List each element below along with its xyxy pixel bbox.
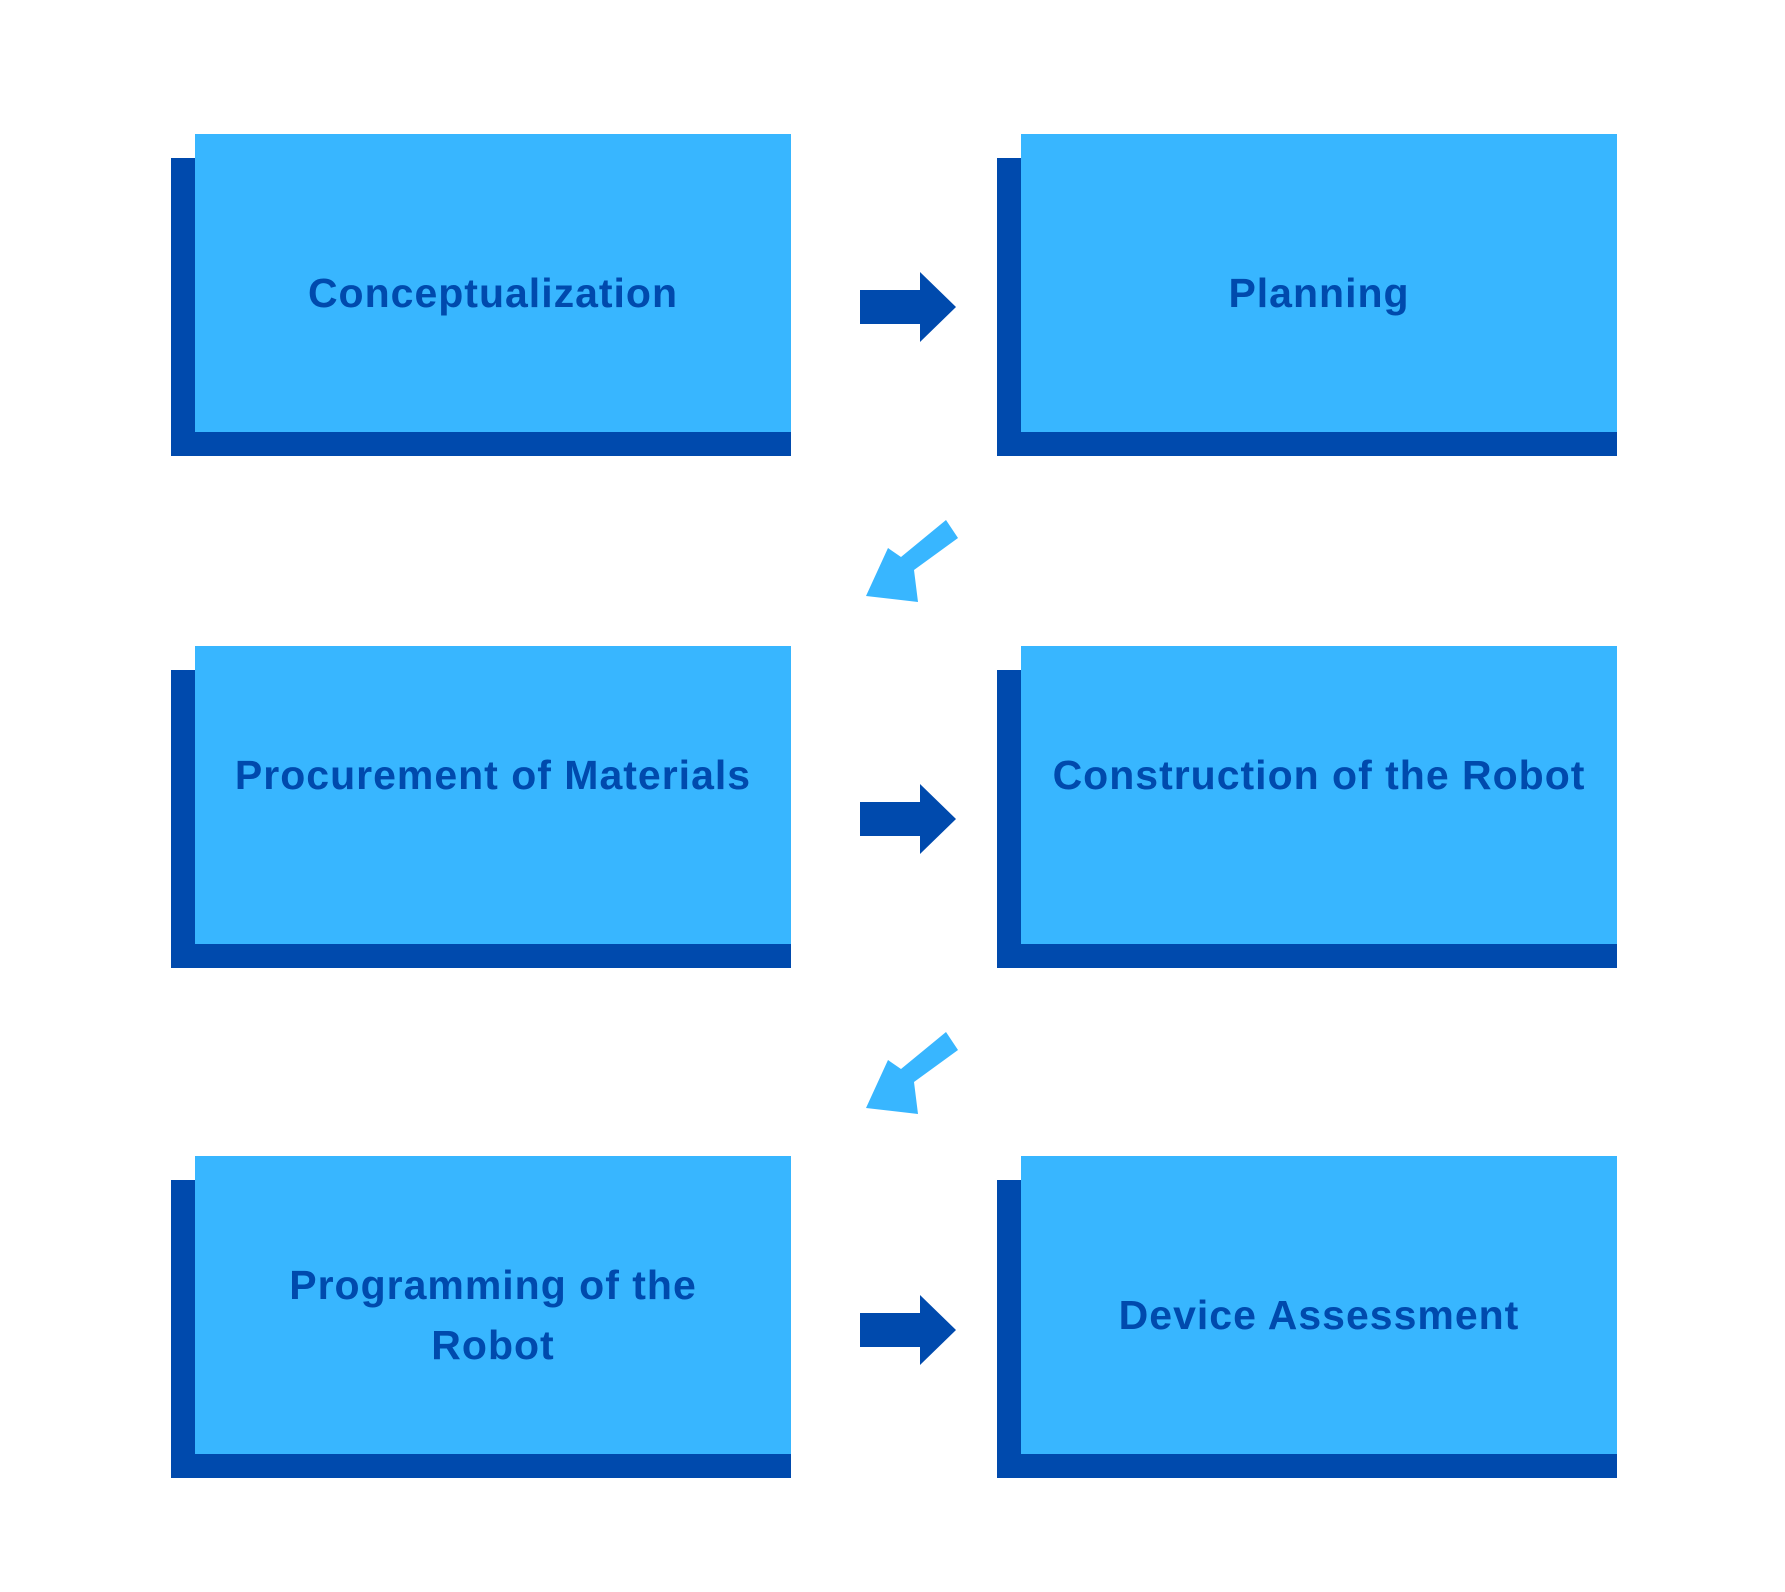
step-label: Conceptualization bbox=[307, 270, 679, 316]
step-box: Programming of the Robot bbox=[195, 1156, 791, 1454]
step-box: Procurement of Materials bbox=[195, 646, 791, 944]
step-box: Planning bbox=[1021, 134, 1617, 432]
down-left-arrow-icon bbox=[866, 1032, 958, 1114]
step-box: Construction of the Robot bbox=[1021, 646, 1617, 944]
step-construction-of-the-robot: Construction of the Robot bbox=[997, 646, 1617, 968]
step-label: Planning bbox=[1228, 270, 1410, 316]
down-left-arrow-icon bbox=[866, 520, 958, 602]
step-label: Programming of the Robot bbox=[289, 1262, 697, 1368]
step-label: Construction of the Robot bbox=[1052, 752, 1586, 798]
step-conceptualization: Conceptualization bbox=[171, 134, 791, 456]
step-device-assessment: Device Assessment bbox=[997, 1156, 1617, 1478]
step-label: Procurement of Materials bbox=[234, 752, 752, 798]
right-arrow-icon bbox=[860, 272, 956, 342]
step-box: Device Assessment bbox=[1021, 1156, 1617, 1454]
step-programming-of-the-robot: Programming of the Robot bbox=[171, 1156, 791, 1478]
step-procurement-of-materials: Procurement of Materials bbox=[171, 646, 791, 968]
step-planning: Planning bbox=[997, 134, 1617, 456]
right-arrow-icon bbox=[860, 784, 956, 854]
step-label: Device Assessment bbox=[1118, 1292, 1520, 1338]
right-arrow-icon bbox=[860, 1295, 956, 1365]
step-box: Conceptualization bbox=[195, 134, 791, 432]
